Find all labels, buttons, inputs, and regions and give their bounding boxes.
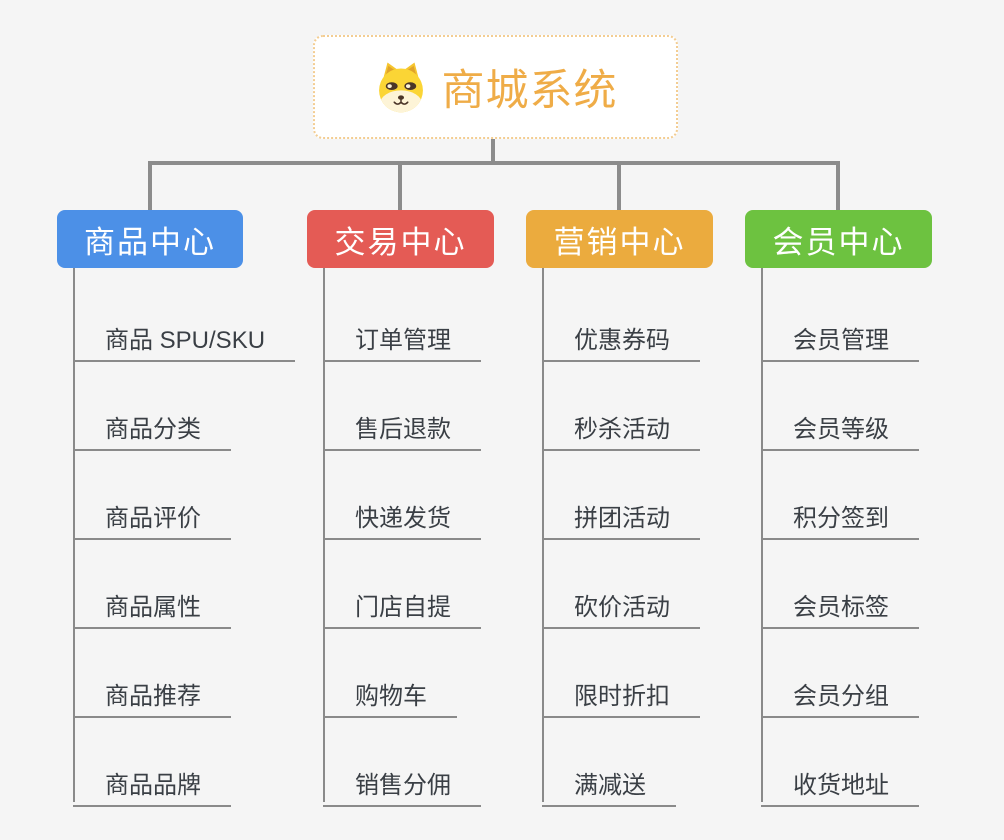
leaf-node[interactable]: 商品品牌 bbox=[73, 762, 231, 807]
root-title: 商城系统 bbox=[441, 67, 618, 115]
leaf-node[interactable]: 订单管理 bbox=[323, 317, 481, 362]
leaf-node[interactable]: 拼团活动 bbox=[542, 495, 700, 540]
connector-root-stub bbox=[491, 139, 495, 165]
leaf-node[interactable]: 会员标签 bbox=[761, 584, 919, 629]
leaf-node[interactable]: 会员分组 bbox=[761, 673, 919, 718]
leaf-node[interactable]: 满减送 bbox=[542, 762, 676, 807]
leaf-node[interactable]: 砍价活动 bbox=[542, 584, 700, 629]
leaf-node[interactable]: 优惠券码 bbox=[542, 317, 700, 362]
connector-branch-stub bbox=[398, 163, 402, 210]
leaf-node[interactable]: 销售分佣 bbox=[323, 762, 481, 807]
leaf-node[interactable]: 商品 SPU/SKU bbox=[73, 317, 296, 362]
dog-face-icon bbox=[374, 60, 428, 114]
connector-branch-stub bbox=[617, 163, 621, 210]
leaf-node[interactable]: 快递发货 bbox=[323, 495, 481, 540]
leaf-node[interactable]: 会员管理 bbox=[761, 317, 919, 362]
branch-spine bbox=[73, 268, 75, 802]
leaf-node[interactable]: 商品属性 bbox=[73, 584, 231, 629]
branch-spine bbox=[323, 268, 325, 802]
branch-spine bbox=[542, 268, 544, 802]
leaf-node[interactable]: 限时折扣 bbox=[542, 673, 700, 718]
branch-node-marketing[interactable]: 营销中心 bbox=[526, 210, 713, 268]
connector-branch-stub bbox=[148, 163, 152, 210]
branch-node-members[interactable]: 会员中心 bbox=[745, 210, 932, 268]
branch-node-products[interactable]: 商品中心 bbox=[57, 210, 243, 268]
branch-spine bbox=[761, 268, 763, 802]
leaf-node[interactable]: 门店自提 bbox=[323, 584, 481, 629]
leaf-node[interactable]: 收货地址 bbox=[761, 762, 919, 807]
connector-horizontal bbox=[148, 161, 840, 165]
leaf-node[interactable]: 商品评价 bbox=[73, 495, 231, 540]
leaf-node[interactable]: 秒杀活动 bbox=[542, 406, 700, 451]
root-node[interactable]: 商城系统 bbox=[313, 35, 678, 139]
leaf-node[interactable]: 积分签到 bbox=[761, 495, 919, 540]
leaf-node[interactable]: 购物车 bbox=[323, 673, 457, 718]
branch-node-trade[interactable]: 交易中心 bbox=[307, 210, 494, 268]
leaf-node[interactable]: 售后退款 bbox=[323, 406, 481, 451]
connector-branch-stub bbox=[836, 163, 840, 210]
leaf-node[interactable]: 会员等级 bbox=[761, 406, 919, 451]
leaf-node[interactable]: 商品推荐 bbox=[73, 673, 231, 718]
leaf-node[interactable]: 商品分类 bbox=[73, 406, 231, 451]
